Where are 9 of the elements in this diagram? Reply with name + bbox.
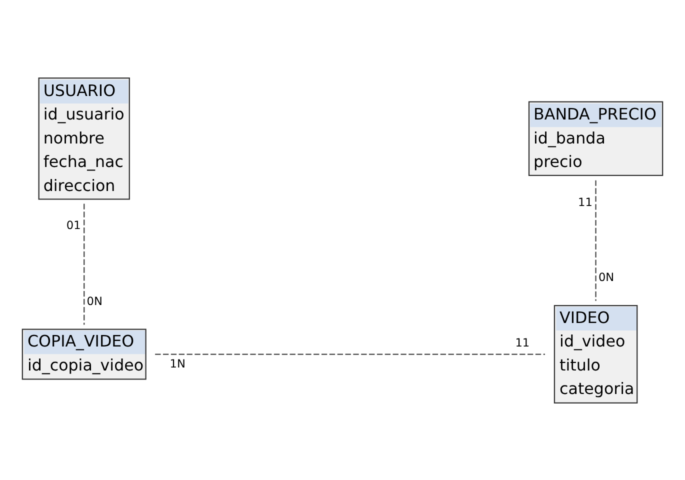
connector bbox=[595, 180, 596, 300]
connector bbox=[155, 353, 545, 354]
label: 11 bbox=[515, 335, 530, 350]
label: 01 bbox=[66, 218, 81, 232]
label: 0N bbox=[598, 270, 614, 284]
label: 0N bbox=[86, 293, 102, 308]
connector bbox=[84, 203, 85, 324]
label: 11 bbox=[578, 194, 592, 208]
label: 1N bbox=[170, 356, 186, 370]
